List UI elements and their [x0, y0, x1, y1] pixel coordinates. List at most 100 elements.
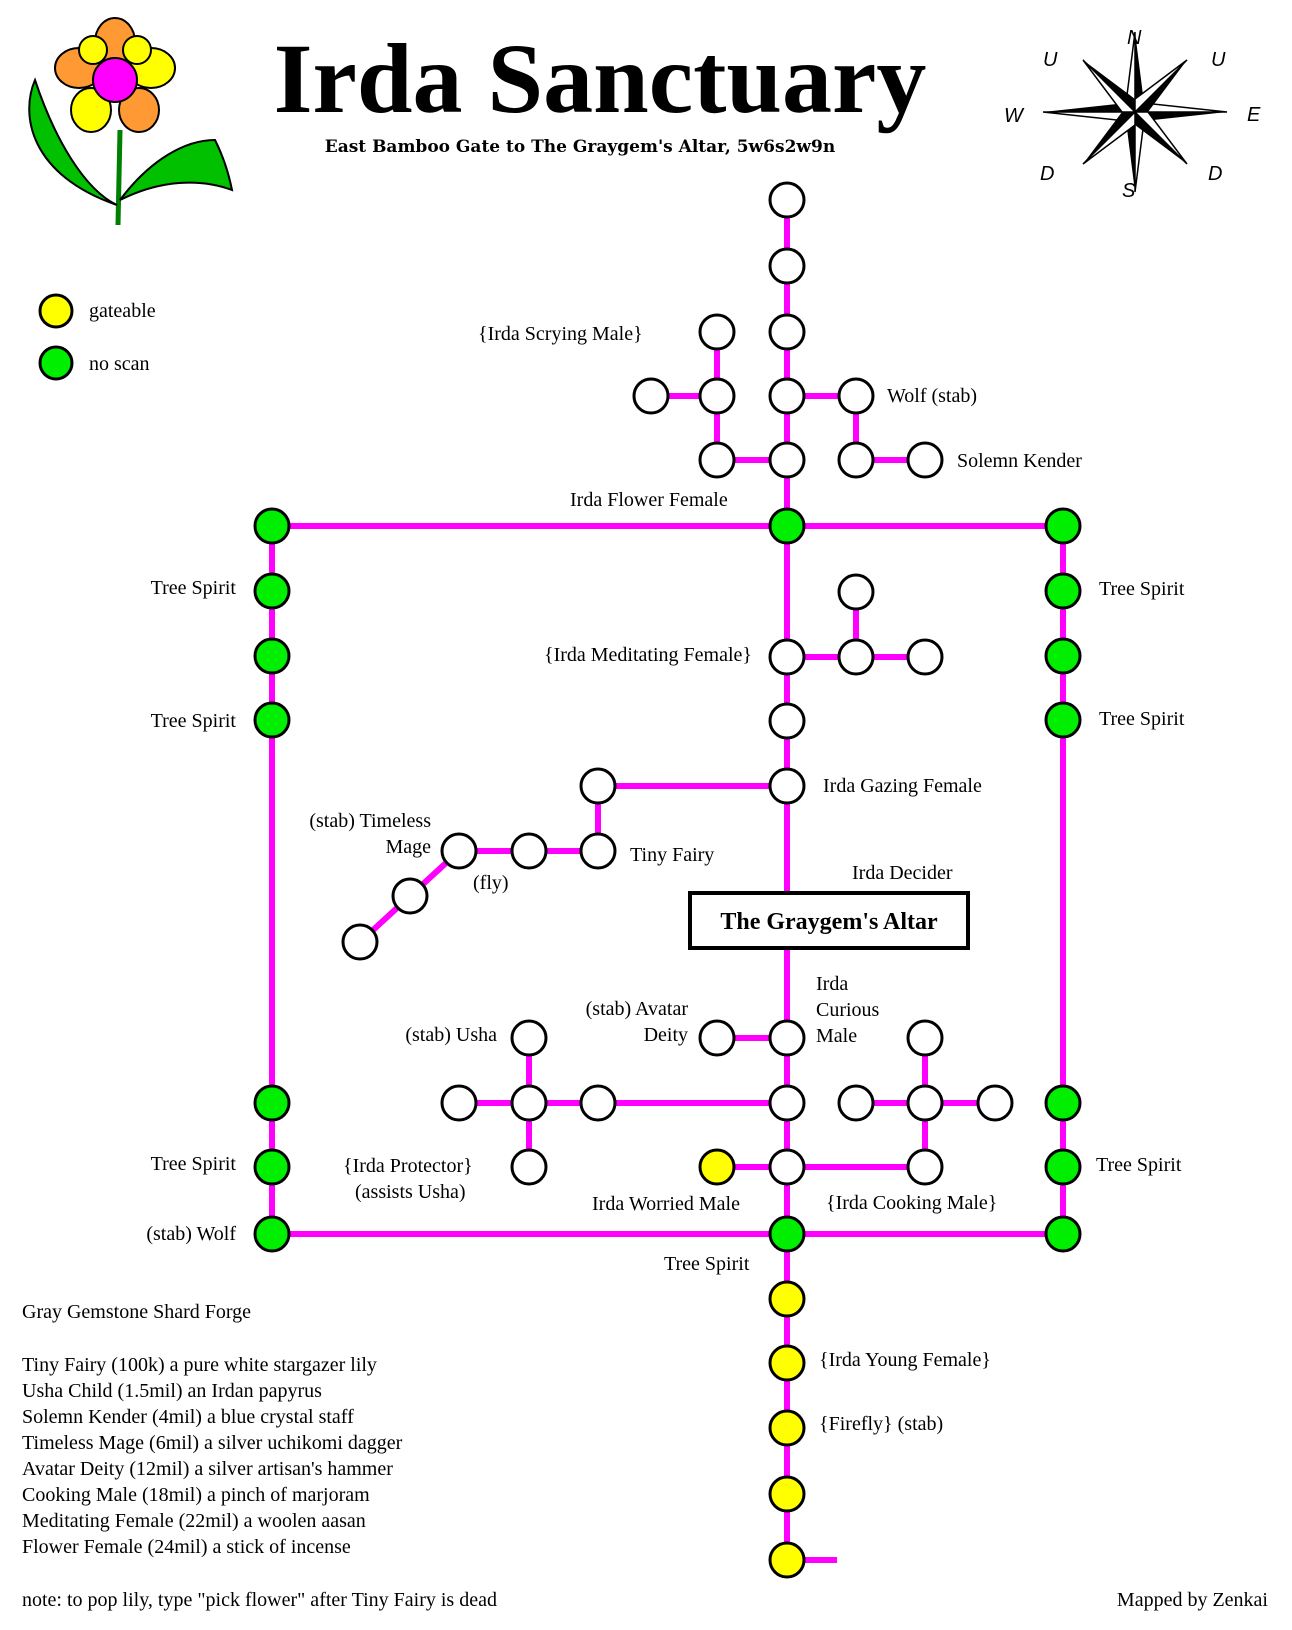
room	[698, 441, 736, 479]
room	[768, 638, 806, 676]
label-irda-scrying-male: {Irda Scrying Male}	[478, 323, 643, 345]
flower-logo	[28, 17, 234, 226]
room	[698, 313, 736, 351]
room	[906, 638, 944, 676]
label-tree-spirit: Tree Spirit	[1099, 708, 1185, 730]
credit: Mapped by Zenkai	[1117, 1589, 1269, 1611]
label-tree-spirit: Tree Spirit	[1099, 578, 1185, 600]
compass-u-right: U	[1211, 49, 1226, 71]
room-no-scan	[253, 1148, 291, 1186]
room-no-scan	[253, 637, 291, 675]
compass-u-left: U	[1043, 49, 1058, 71]
compass-d-right: D	[1208, 163, 1222, 185]
label-tree-spirit: Tree Spirit	[151, 710, 237, 732]
room	[579, 832, 617, 870]
label-irda-cooking-male: {Irda Cooking Male}	[826, 1192, 997, 1214]
label-irda-flower-female: Irda Flower Female	[570, 489, 728, 511]
room-gateable	[768, 1475, 806, 1513]
room	[698, 1019, 736, 1057]
label-tiny-fairy: Tiny Fairy	[630, 844, 714, 866]
room	[510, 1148, 548, 1186]
room	[579, 767, 617, 805]
forge-item: Solemn Kender (4mil) a blue crystal staf…	[22, 1406, 354, 1428]
label-solemn-kender: Solemn Kender	[957, 450, 1082, 472]
room	[837, 1084, 875, 1122]
room-no-scan	[1044, 701, 1082, 739]
compass-d-left: D	[1040, 163, 1054, 185]
room-no-scan	[1044, 507, 1082, 545]
room	[837, 441, 875, 479]
compass-s: S	[1122, 180, 1136, 202]
room	[837, 638, 875, 676]
label-irda-protector: {Irda Protector}	[343, 1155, 473, 1177]
page-title: Irda Sanctuary	[274, 23, 927, 134]
room	[906, 1148, 944, 1186]
label-stab-usha: (stab) Usha	[405, 1024, 497, 1046]
label-irda-decider: Irda Decider	[852, 862, 953, 884]
compass-w: W	[1004, 105, 1025, 127]
room	[976, 1084, 1014, 1122]
label-assists-usha: (assists Usha)	[355, 1181, 466, 1203]
altar-label: The Graygem's Altar	[720, 909, 938, 935]
label-wolf-stab: Wolf (stab)	[887, 385, 977, 407]
room	[768, 1084, 806, 1122]
room	[837, 377, 875, 415]
room-gateable	[768, 1344, 806, 1382]
legend-gateable-swatch	[38, 293, 74, 329]
compass-e: E	[1247, 104, 1261, 126]
room	[837, 573, 875, 611]
room-no-scan	[1044, 1148, 1082, 1186]
room-no-scan	[1044, 637, 1082, 675]
label-irda-young-female: {Irda Young Female}	[819, 1349, 991, 1371]
room	[906, 1019, 944, 1057]
label-irda-worried-male: Irda Worried Male	[592, 1193, 740, 1215]
label-tree-spirit: Tree Spirit	[151, 1153, 237, 1175]
forge-item: Timeless Mage (6mil) a silver uchikomi d…	[22, 1432, 403, 1454]
forge-item: Usha Child (1.5mil) an Irdan papyrus	[22, 1380, 322, 1402]
room-gateable	[768, 1409, 806, 1447]
label-deity: Deity	[644, 1024, 688, 1046]
room-no-scan	[253, 701, 291, 739]
forge-item: Avatar Deity (12mil) a silver artisan's …	[22, 1458, 393, 1480]
forge-item: Meditating Female (22mil) a woolen aasan	[22, 1510, 366, 1532]
room	[440, 1084, 478, 1122]
room-gateable	[768, 1541, 806, 1579]
room	[768, 377, 806, 415]
label-stab-timeless: (stab) Timeless	[309, 810, 431, 832]
note: note: to pop lily, type "pick flower" af…	[22, 1589, 497, 1611]
room-no-scan	[253, 572, 291, 610]
forge-heading: Gray Gemstone Shard Forge	[22, 1301, 251, 1323]
room	[440, 832, 478, 870]
room	[341, 923, 379, 961]
legend-gateable-label: gateable	[89, 300, 156, 322]
label-tree-spirit: Tree Spirit	[664, 1253, 750, 1275]
room-gateable	[768, 1280, 806, 1318]
label-irda: Irda	[816, 973, 848, 995]
room-no-scan	[253, 507, 291, 545]
room	[510, 1019, 548, 1057]
room-no-scan	[768, 507, 806, 545]
room-no-scan	[768, 1215, 806, 1253]
room	[391, 877, 429, 915]
room	[698, 377, 736, 415]
room	[768, 1019, 806, 1057]
room	[510, 1084, 548, 1122]
room-gateable	[698, 1148, 736, 1186]
label-tree-spirit: Tree Spirit	[1096, 1154, 1182, 1176]
label-irda-meditating-female: {Irda Meditating Female}	[544, 644, 752, 666]
room	[579, 1084, 617, 1122]
room-no-scan	[253, 1215, 291, 1253]
label-firefly: {Firefly} (stab)	[819, 1413, 943, 1435]
room	[906, 441, 944, 479]
label-fly: (fly)	[473, 872, 509, 894]
room-no-scan	[1044, 1084, 1082, 1122]
label-irda-gazing-female: Irda Gazing Female	[823, 775, 982, 797]
label-stab-wolf: (stab) Wolf	[146, 1223, 236, 1245]
room-no-scan	[1044, 1215, 1082, 1253]
label-stab-avatar: (stab) Avatar	[586, 998, 689, 1020]
room	[768, 313, 806, 351]
forge-item: Flower Female (24mil) a stick of incense	[22, 1536, 351, 1558]
room	[906, 1084, 944, 1122]
altar-box	[688, 891, 970, 950]
